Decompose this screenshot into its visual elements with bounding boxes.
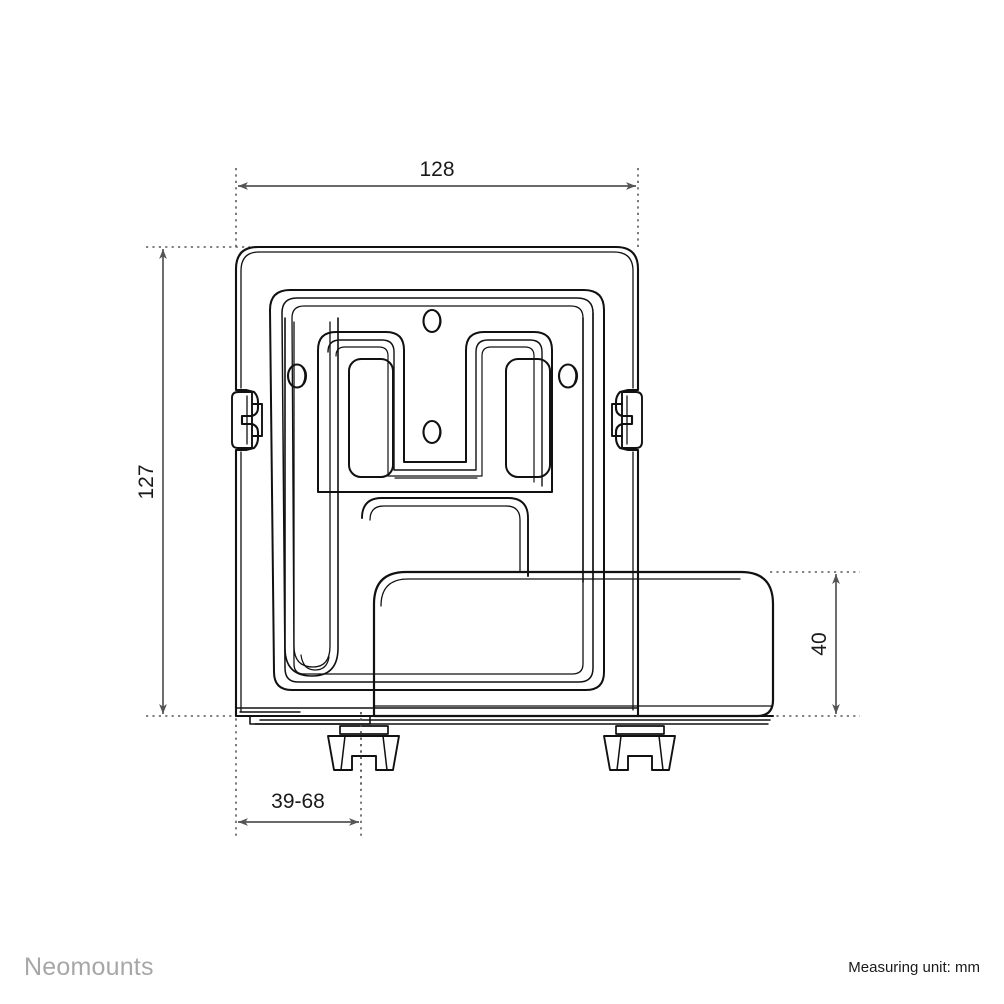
measuring-unit-note: Measuring unit: mm	[848, 958, 980, 976]
center-lower-pocket	[361, 497, 529, 577]
dim-label-width: 128	[419, 158, 454, 181]
hole-side-left	[286, 363, 308, 389]
left-long-channel	[284, 317, 339, 677]
brand-logo-text: Neomounts	[24, 952, 154, 981]
holes	[286, 308, 579, 445]
vertical-slot-left	[348, 358, 394, 478]
front-shelf-body	[372, 570, 775, 718]
back-plate-outline	[234, 245, 640, 718]
hole-side-right	[557, 363, 579, 389]
back-plate-inner-edge-left	[240, 251, 260, 389]
product-outline	[231, 245, 775, 771]
vertical-slot-right	[505, 358, 551, 478]
dimension-lines	[159, 182, 840, 826]
dim-label-clamp-range: 39-68	[271, 790, 325, 813]
foot-right	[603, 725, 676, 771]
base-rail	[234, 707, 775, 725]
left-latch-tab	[231, 391, 263, 449]
sheet-footer: Neomounts Measuring unit: mm	[0, 940, 1004, 1004]
foot-left	[327, 725, 400, 771]
extension-lines	[146, 168, 860, 840]
right-long-channel	[582, 309, 605, 583]
dim-label-height: 127	[135, 464, 158, 499]
right-latch-tab	[611, 391, 643, 449]
recess-frame-channel	[269, 289, 605, 691]
dim-label-shelf-height: 40	[808, 632, 831, 655]
center-u-boss	[317, 331, 553, 493]
back-plate-inner-edge	[258, 251, 634, 389]
